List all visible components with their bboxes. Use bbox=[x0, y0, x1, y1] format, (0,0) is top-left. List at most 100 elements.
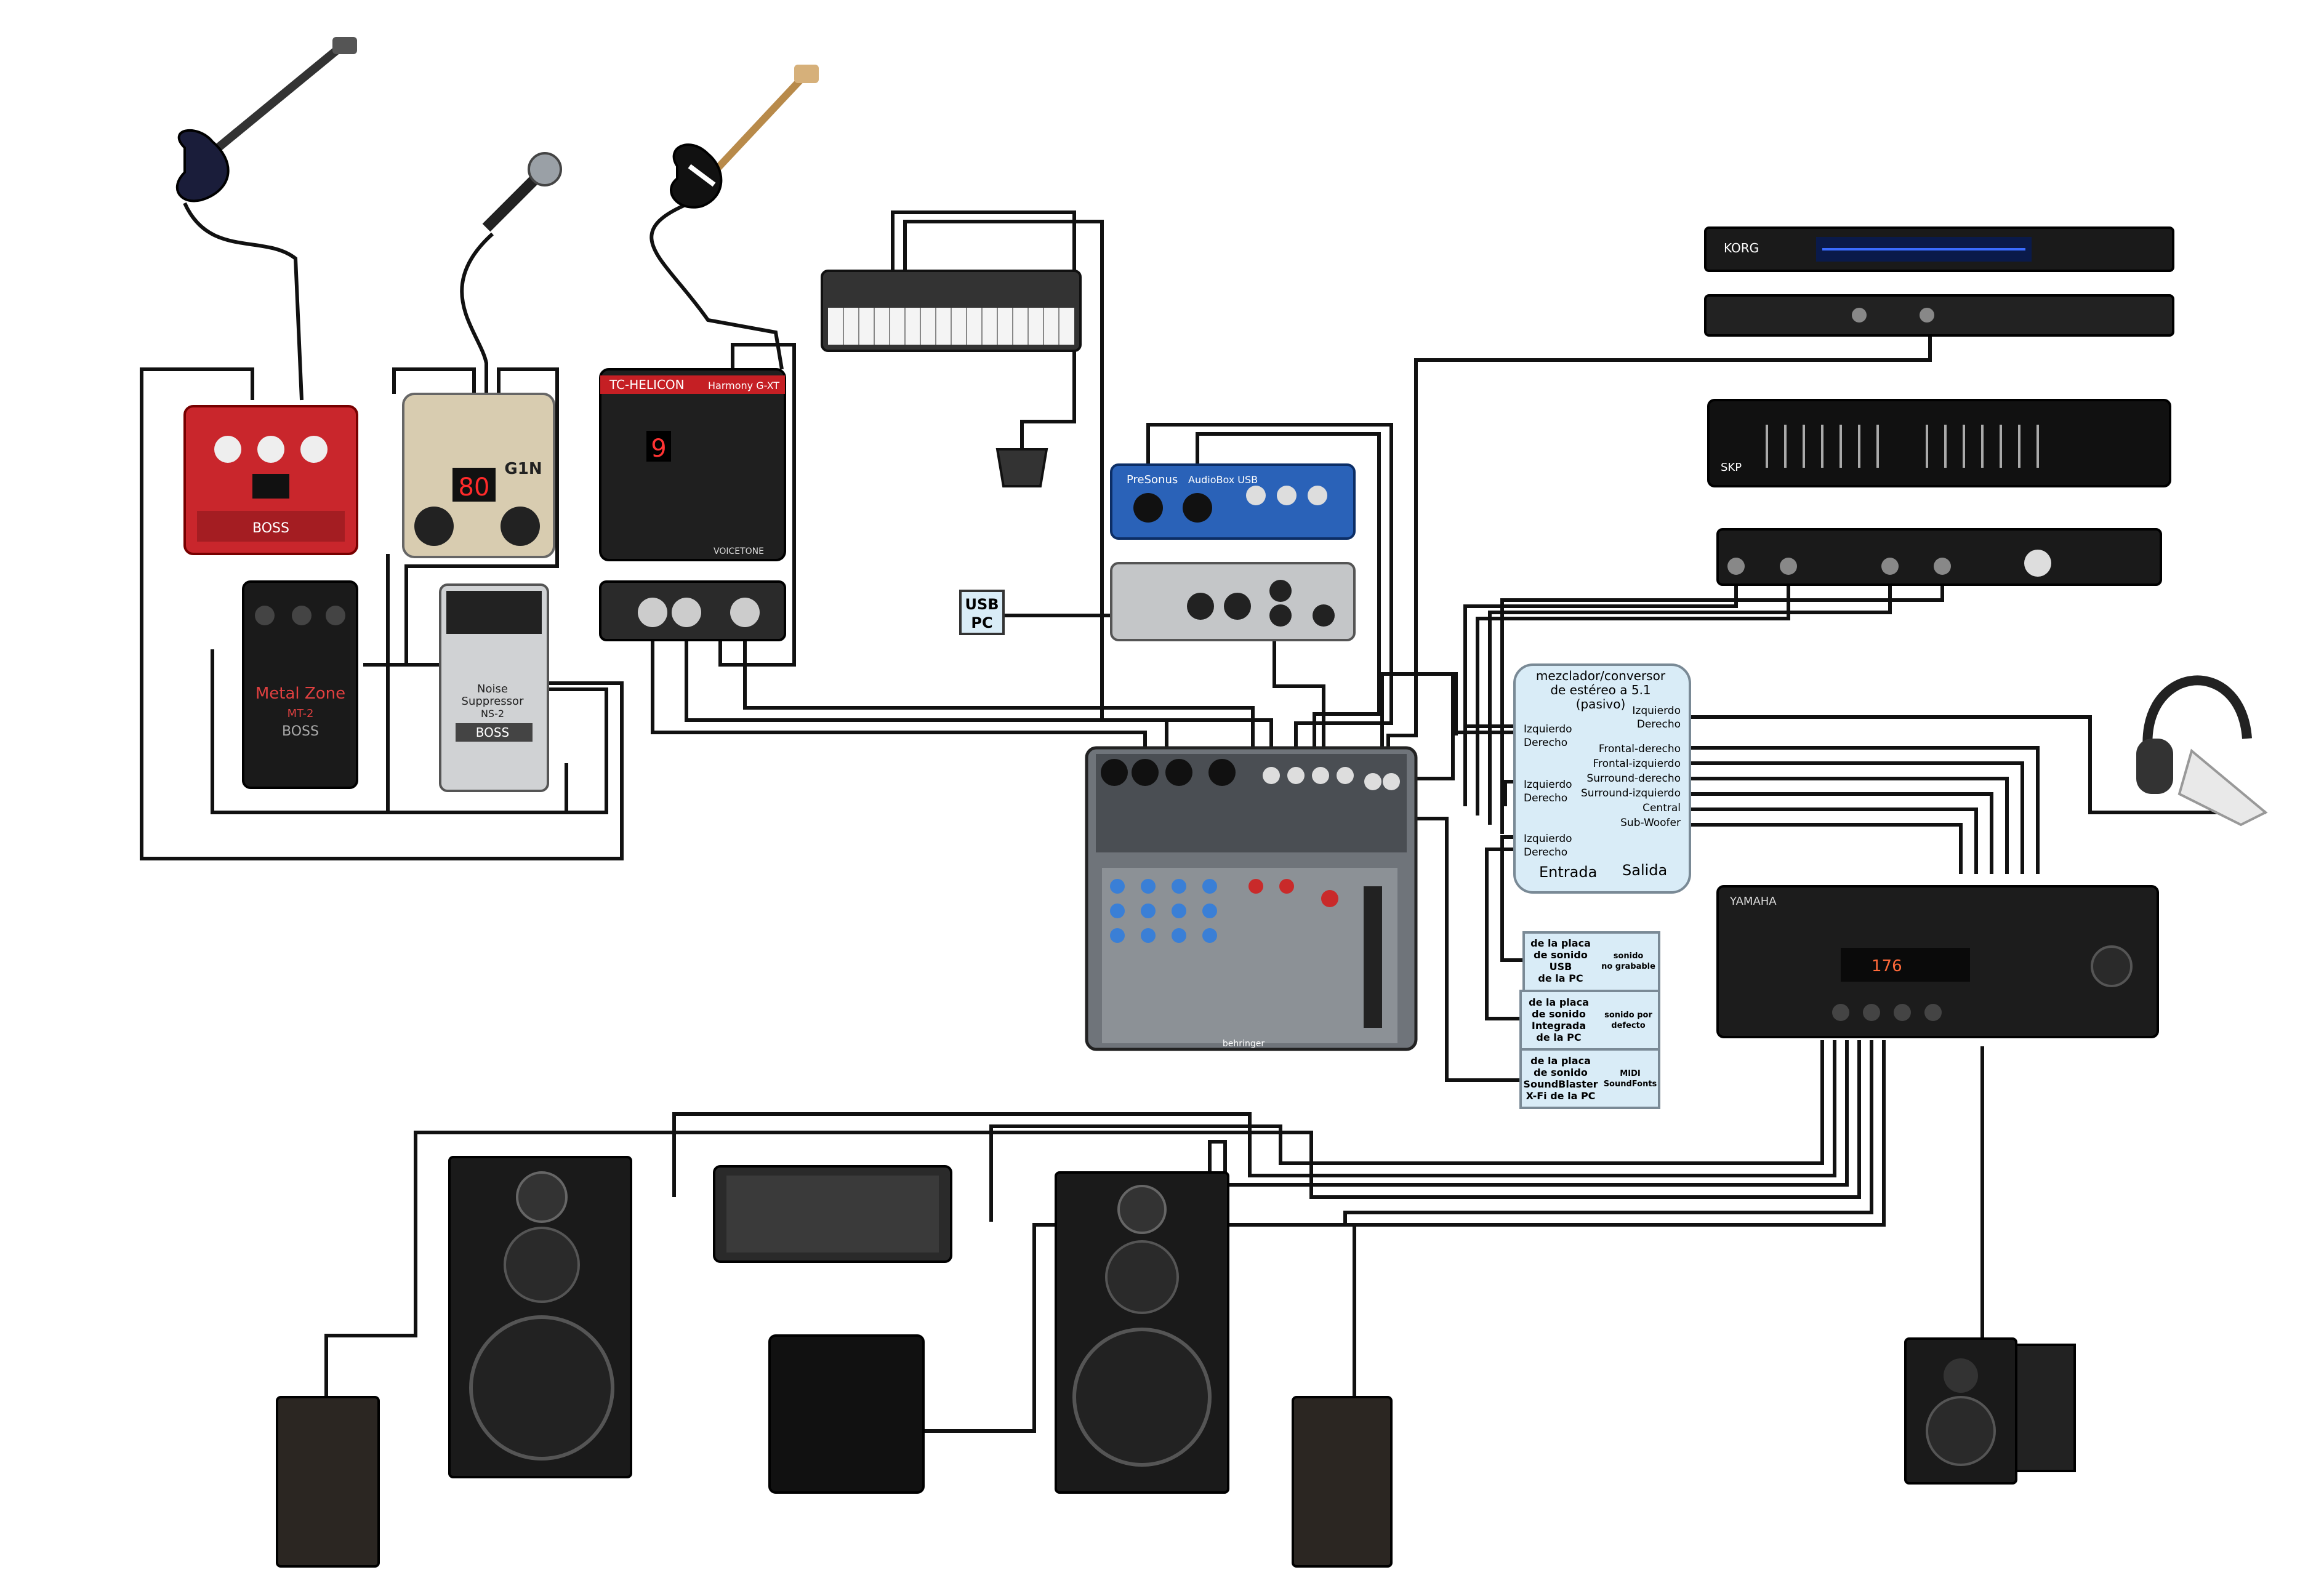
ns-name-line2: Suppressor bbox=[462, 695, 525, 708]
skp-rear-device bbox=[1716, 528, 2162, 586]
wire-audiobox-1 bbox=[1146, 423, 1393, 748]
speaker-monitor bbox=[1904, 1337, 2076, 1485]
audiobox-brand: PreSonus bbox=[1127, 473, 1178, 486]
wire-conv-soundblaster bbox=[1416, 817, 1521, 1082]
skp-equalizer-device: SKP bbox=[1707, 399, 2171, 487]
converter-title-1: mezclador/conversor bbox=[1536, 668, 1666, 683]
soundblaster-l2: de sonido bbox=[1534, 1067, 1588, 1078]
zoom-display: 80 bbox=[459, 473, 490, 502]
wire-out-2 bbox=[1690, 761, 2024, 874]
speaker-center bbox=[713, 1165, 952, 1263]
ns-brand: BOSS bbox=[476, 725, 510, 740]
wire-tc-loop bbox=[718, 343, 796, 667]
converter-out-surround-left: Surround-izquierdo bbox=[1581, 787, 1681, 800]
mixer-device: behringer bbox=[1085, 746, 1418, 1051]
converter-label-input: Entrada bbox=[1539, 864, 1597, 881]
microphone-icon bbox=[482, 152, 562, 232]
metal-zone-brand: BOSS bbox=[282, 724, 319, 739]
skp-eq-brand: SKP bbox=[1721, 461, 1742, 474]
zoom-brand: G1N bbox=[504, 460, 542, 478]
wire-bass-guitar bbox=[183, 202, 304, 401]
tc-display: 9 bbox=[651, 435, 666, 463]
usb-l4: de la PC bbox=[1538, 972, 1583, 984]
audiobox-rear-device bbox=[1110, 562, 1356, 641]
usb-l3: USB bbox=[1550, 961, 1572, 972]
converter-out-left: Izquierdo bbox=[1632, 705, 1681, 717]
usb-pc-line2: PC bbox=[971, 614, 992, 631]
tc-brand: TC-HELICON bbox=[609, 377, 685, 392]
wire-conv-in2 bbox=[1503, 780, 1514, 806]
wire-microphone bbox=[460, 232, 494, 394]
mixer-brand: behringer bbox=[1223, 1039, 1265, 1049]
converter-in3-right: Derecho bbox=[1524, 846, 1567, 859]
wire-conv-in3-usb bbox=[1500, 835, 1524, 962]
wire-skp-1 bbox=[1463, 582, 1738, 806]
soundblaster-l3: SoundBlaster bbox=[1523, 1078, 1598, 1090]
wire-spk-surround-left bbox=[324, 1040, 1861, 1400]
converter-title-2: de estéreo a 5.1 bbox=[1550, 683, 1651, 697]
wire-mixer-conv-b bbox=[1380, 672, 1458, 748]
headphones-icon bbox=[2136, 675, 2268, 827]
wire-spk-center bbox=[989, 1040, 1824, 1222]
soundblaster-l1: de la placa bbox=[1530, 1055, 1591, 1067]
receiver-display: 176 bbox=[1872, 957, 1902, 976]
metal-zone-name: Metal Zone bbox=[255, 684, 345, 703]
wire-mixer-conv-a bbox=[1361, 674, 1514, 780]
converter-label-output: Salida bbox=[1622, 862, 1667, 879]
wire-out-6 bbox=[1690, 823, 1963, 874]
wire-keyboard-out bbox=[903, 220, 1273, 748]
metal-zone-model: MT-2 bbox=[287, 707, 314, 720]
wire-conv-integrated bbox=[1485, 848, 1521, 1020]
wire-audiobox-2 bbox=[1196, 432, 1381, 748]
wire-metalzone bbox=[211, 649, 568, 814]
wire-guitar bbox=[649, 201, 784, 370]
wire-skp-3 bbox=[1488, 582, 1892, 825]
wire-out-1 bbox=[1690, 746, 2040, 874]
integrated-note1: sonido por bbox=[1604, 1011, 1652, 1020]
zoom-g1n-device: 80 G1N bbox=[402, 393, 555, 558]
wire-tc-out3 bbox=[743, 637, 1255, 748]
integrated-l2: de sonido bbox=[1532, 1008, 1586, 1020]
usb-pc-box: USB PC bbox=[959, 590, 1005, 635]
soundblaster-note1: MIDI bbox=[1620, 1069, 1640, 1078]
usb-l2: de sonido bbox=[1534, 949, 1588, 961]
converter-in3-left: Izquierdo bbox=[1524, 833, 1572, 845]
korg-brand: KORG bbox=[1724, 241, 1759, 255]
bass-guitar-icon bbox=[175, 37, 357, 202]
tc-footer: VOICETONE bbox=[714, 547, 764, 556]
stereo-to-5.1-converter: mezclador/conversor de estéreo a 5.1 (pa… bbox=[1513, 663, 1691, 894]
wires bbox=[140, 201, 2266, 1433]
tc-rear-panel bbox=[599, 580, 786, 641]
wire-out-4 bbox=[1690, 792, 1993, 874]
metal-zone-device: Metal Zone MT-2 BOSS bbox=[242, 580, 358, 789]
keyboard-device bbox=[821, 270, 1082, 352]
bass-pedal-brand: BOSS bbox=[252, 521, 289, 536]
converter-out-center: Central bbox=[1642, 802, 1681, 814]
audiobox-model: AudioBox USB bbox=[1188, 474, 1258, 486]
converter-out-front-left: Frontal-izquierdo bbox=[1593, 758, 1681, 770]
wire-spk-surround-right bbox=[1343, 1040, 1873, 1397]
converter-in1-right: Derecho bbox=[1524, 737, 1567, 749]
wire-tc-out2 bbox=[685, 637, 1168, 748]
source-integrated-box: de la placa de sonido Integrada de la PC… bbox=[1519, 990, 1660, 1051]
tc-helicon-device: TC-HELICON Harmony G-XT 9 VOICETONE bbox=[599, 368, 786, 561]
wire-skp-4 bbox=[1500, 582, 1944, 834]
speaker-surround-left bbox=[276, 1396, 380, 1568]
noise-suppressor-device: Noise Suppressor NS-2 BOSS bbox=[439, 583, 549, 792]
electric-guitar-icon bbox=[670, 65, 819, 209]
converter-in2-left: Izquierdo bbox=[1524, 779, 1572, 791]
tc-model: Harmony G-XT bbox=[708, 380, 779, 391]
usb-note1: sonido bbox=[1614, 952, 1644, 961]
soundblaster-note2: SoundFonts bbox=[1604, 1080, 1657, 1089]
wire-headphones bbox=[1690, 715, 2266, 814]
wire-bass-loop bbox=[140, 367, 624, 860]
receiver-brand: YAMAHA bbox=[1729, 895, 1777, 908]
integrated-note2: defecto bbox=[1611, 1021, 1646, 1030]
converter-out-surround-right: Surround-derecho bbox=[1586, 772, 1681, 785]
audiobox-front-device: PreSonus AudioBox USB bbox=[1110, 463, 1356, 540]
sustain-pedal-icon bbox=[995, 448, 1048, 487]
converter-out-front-right: Frontal-derecho bbox=[1599, 743, 1681, 755]
wire-out-3 bbox=[1690, 777, 2009, 874]
korg-tuner-device: KORG bbox=[1704, 226, 2174, 272]
speaker-front-right bbox=[1055, 1171, 1229, 1494]
